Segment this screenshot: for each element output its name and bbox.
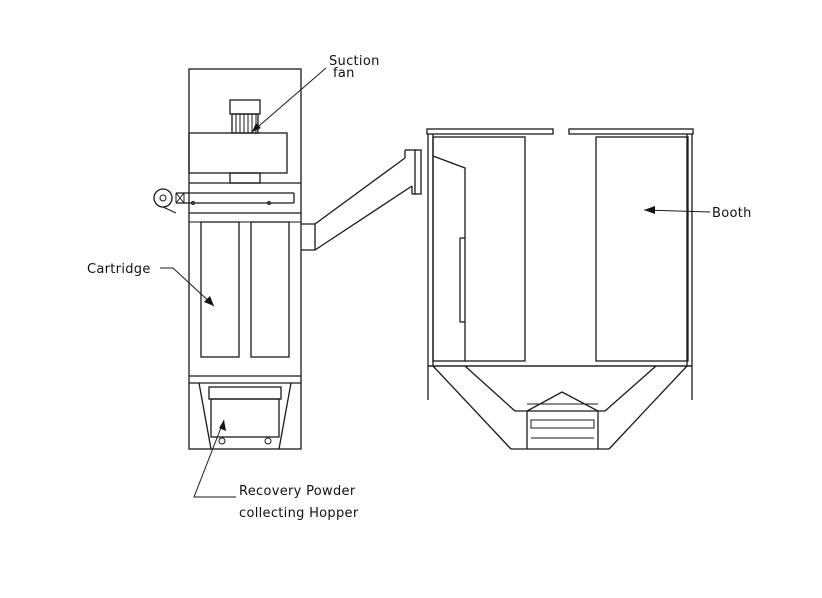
- extraction-plenum: [432, 155, 466, 361]
- suction-fan-leader: [251, 67, 327, 133]
- booth-label: Booth: [712, 206, 752, 221]
- recovery-unit: [153, 68, 422, 450]
- suction-fan-label-line1: Suction: [329, 54, 380, 69]
- cartridge-arrowhead: [204, 296, 214, 306]
- booth-roof-left: [426, 128, 554, 135]
- unit-housing: [188, 68, 302, 450]
- suction-fan-label-line2: fan: [333, 66, 355, 81]
- leader-lines: [160, 67, 711, 498]
- fan-outlet: [229, 172, 261, 184]
- booth-panel-right: [595, 136, 689, 362]
- booth-panel-left: [432, 136, 526, 362]
- hopper-label-line1: Recovery Powder: [239, 484, 356, 499]
- hopper-leader: [193, 419, 236, 498]
- booth-roof-right: [568, 128, 694, 135]
- pulse-valve: [153, 188, 185, 214]
- fan-plenum: [188, 132, 288, 174]
- cartridge-left: [200, 221, 240, 358]
- cartridge-right: [250, 221, 290, 358]
- suction-fan-arrowhead: [252, 123, 261, 132]
- cartridge-leader: [160, 267, 215, 307]
- cartridge-label: Cartridge: [87, 262, 151, 277]
- connecting-duct: [301, 149, 422, 251]
- booth: [426, 128, 694, 450]
- booth-base-hopper: [428, 365, 692, 450]
- booth-arrowhead: [644, 206, 655, 214]
- hopper-arrowhead: [219, 420, 226, 431]
- hopper-label-line2: collecting Hopper: [239, 506, 359, 521]
- collecting-hopper: [208, 386, 282, 445]
